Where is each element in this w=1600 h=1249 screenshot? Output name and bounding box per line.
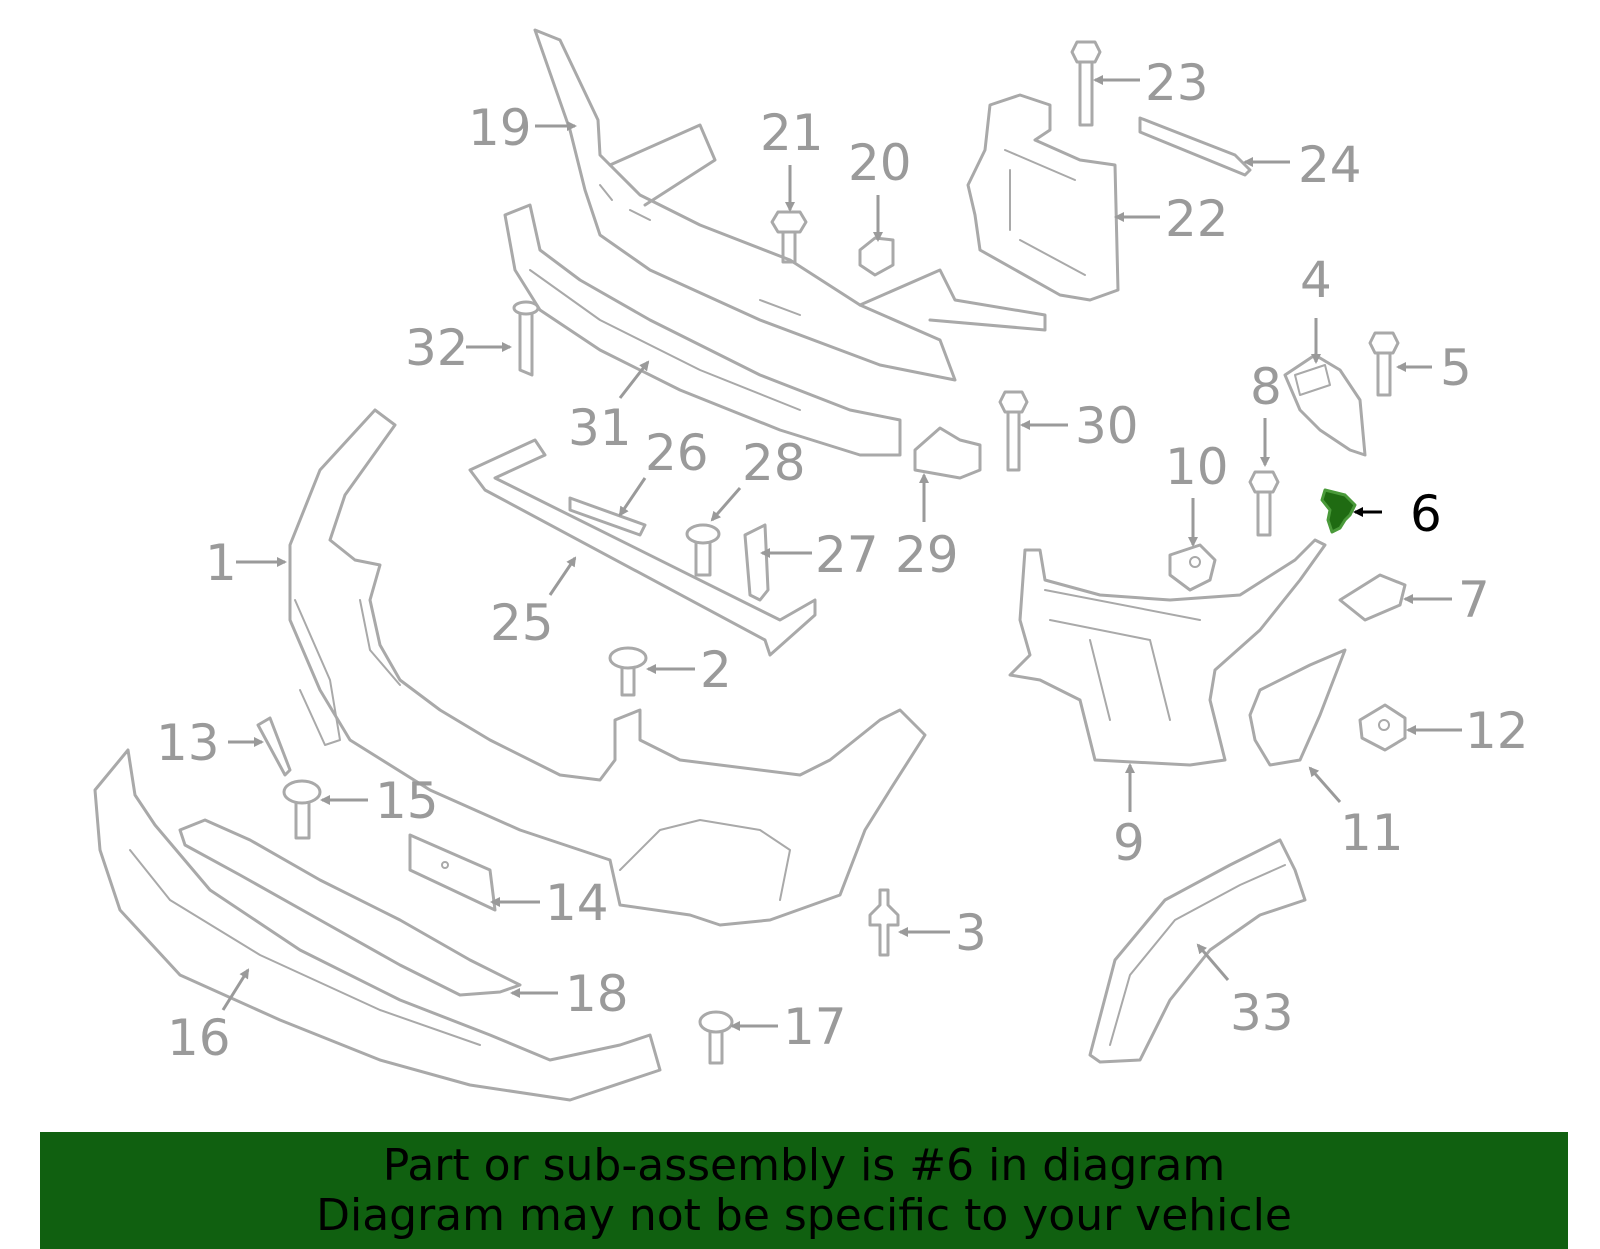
- callout-10: 10: [1165, 438, 1229, 496]
- part-21-bolt: [770, 210, 808, 264]
- callout-27: 27: [815, 526, 879, 584]
- part-28-bolt: [685, 523, 721, 577]
- part-32-push-pin: [512, 300, 540, 377]
- part-25-beam: [468, 438, 817, 657]
- part-7-nut: [1338, 573, 1407, 622]
- callout-16: 16: [167, 1009, 231, 1067]
- callout-19: 19: [468, 99, 532, 157]
- part-13-reflector: [256, 716, 292, 777]
- banner-line-part: Part or sub-assembly is #6 in diagram: [382, 1139, 1226, 1191]
- callout-8: 8: [1250, 358, 1282, 416]
- callout-15: 15: [375, 772, 439, 830]
- part-20-clip: [858, 236, 895, 277]
- part-26-clip: [568, 496, 647, 537]
- callout-26: 26: [645, 424, 709, 482]
- part-11-bracket: [1248, 648, 1347, 767]
- part-29-bracket: [913, 426, 982, 480]
- part-4-bracket: [1283, 353, 1367, 457]
- callout-7: 7: [1458, 571, 1490, 629]
- callout-32: 32: [405, 319, 469, 377]
- part-33-wheel-liner: [1088, 838, 1307, 1064]
- callout-20: 20: [848, 134, 912, 192]
- part-27-bracket: [743, 523, 770, 602]
- callout-12: 12: [1465, 702, 1529, 760]
- part-12-nut: [1358, 703, 1407, 752]
- callout-21: 21: [760, 104, 824, 162]
- part-24-strip: [1138, 116, 1252, 177]
- part-2-bolt: [608, 646, 648, 697]
- callout-28: 28: [742, 434, 806, 492]
- part-31-energy-absorber: [503, 203, 902, 457]
- callout-30: 30: [1075, 397, 1139, 455]
- callout-1: 1: [205, 534, 237, 592]
- callout-23: 23: [1145, 54, 1209, 112]
- part-3-push-pin: [868, 888, 900, 957]
- callout-33: 33: [1230, 984, 1294, 1042]
- callout-24: 24: [1298, 136, 1362, 194]
- parts-diagram: 1 2 3 4 5 6 7 8 9 10 11 12 13 14 15 16 1…: [93, 28, 1529, 1102]
- part-17-bolt: [698, 1010, 734, 1065]
- part-8-bolt: [1248, 470, 1280, 537]
- part-6-highlighted: [1320, 488, 1357, 534]
- callout-17: 17: [783, 998, 847, 1056]
- callout-22: 22: [1165, 190, 1229, 248]
- callout-5: 5: [1440, 339, 1472, 397]
- part-5-bolt: [1368, 331, 1400, 397]
- callout-29: 29: [895, 526, 959, 584]
- part-23-bolt: [1070, 40, 1102, 127]
- callout-25: 25: [490, 594, 554, 652]
- banner-line-disclaimer: Diagram may not be specific to your vehi…: [316, 1189, 1292, 1241]
- callout-31: 31: [568, 399, 632, 457]
- callout-11: 11: [1340, 804, 1404, 862]
- part-16-lower-spoiler: [93, 748, 662, 1102]
- part-18-trim-strip: [178, 818, 522, 997]
- part-30-bolt: [998, 390, 1029, 472]
- part-22-bracket: [966, 93, 1120, 302]
- part-1-bumper-cover: [288, 408, 927, 927]
- callout-6: 6: [1410, 485, 1442, 543]
- callout-18: 18: [565, 965, 629, 1023]
- info-banner: Part or sub-assembly is #6 in diagram Di…: [40, 1132, 1568, 1249]
- part-9-carrier: [1008, 538, 1327, 767]
- callout-2: 2: [700, 641, 732, 699]
- callout-13: 13: [156, 714, 220, 772]
- callout-9: 9: [1113, 814, 1145, 872]
- part-19-bumper-reinforcement: [533, 28, 1047, 382]
- part-14-license-bracket: [408, 833, 497, 912]
- callout-3: 3: [955, 904, 987, 962]
- callout-14: 14: [545, 874, 609, 932]
- callout-numbers: 1 2 3 4 5 6 7 8 9 10 11 12 13 14 15 16 1…: [156, 54, 1529, 1067]
- callout-4: 4: [1300, 251, 1332, 309]
- part-10-nut: [1168, 543, 1217, 592]
- leader-lines: [221, 75, 1462, 1031]
- part-15-bolt: [282, 779, 322, 840]
